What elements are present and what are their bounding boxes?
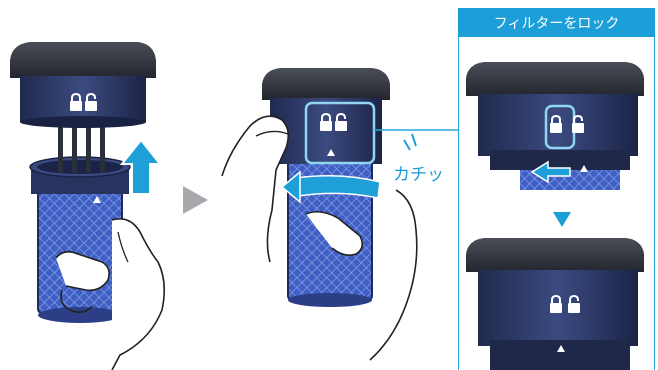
click-sound-label: カチッ [393,165,444,185]
left-arrow-icon [280,170,381,204]
lock-highlight [304,101,376,165]
filter-mesh [38,188,122,313]
cap-body [20,76,146,122]
click-spark [403,133,417,151]
up-arrow-icon [119,138,163,195]
lock-panel-frame [458,8,655,370]
step2-assembly [221,68,458,361]
panel-title: フィルターをロック [458,8,655,37]
cap-top [10,42,156,78]
down-triangle-icon [553,212,571,227]
panel-bottom-image [466,238,644,370]
panel-top-image [466,62,644,190]
step1-assembly [10,42,166,370]
triangle-mark [93,196,101,203]
right-triangle-icon [183,186,208,214]
lock-icons [70,92,97,111]
left-arrow-icon [530,160,571,184]
